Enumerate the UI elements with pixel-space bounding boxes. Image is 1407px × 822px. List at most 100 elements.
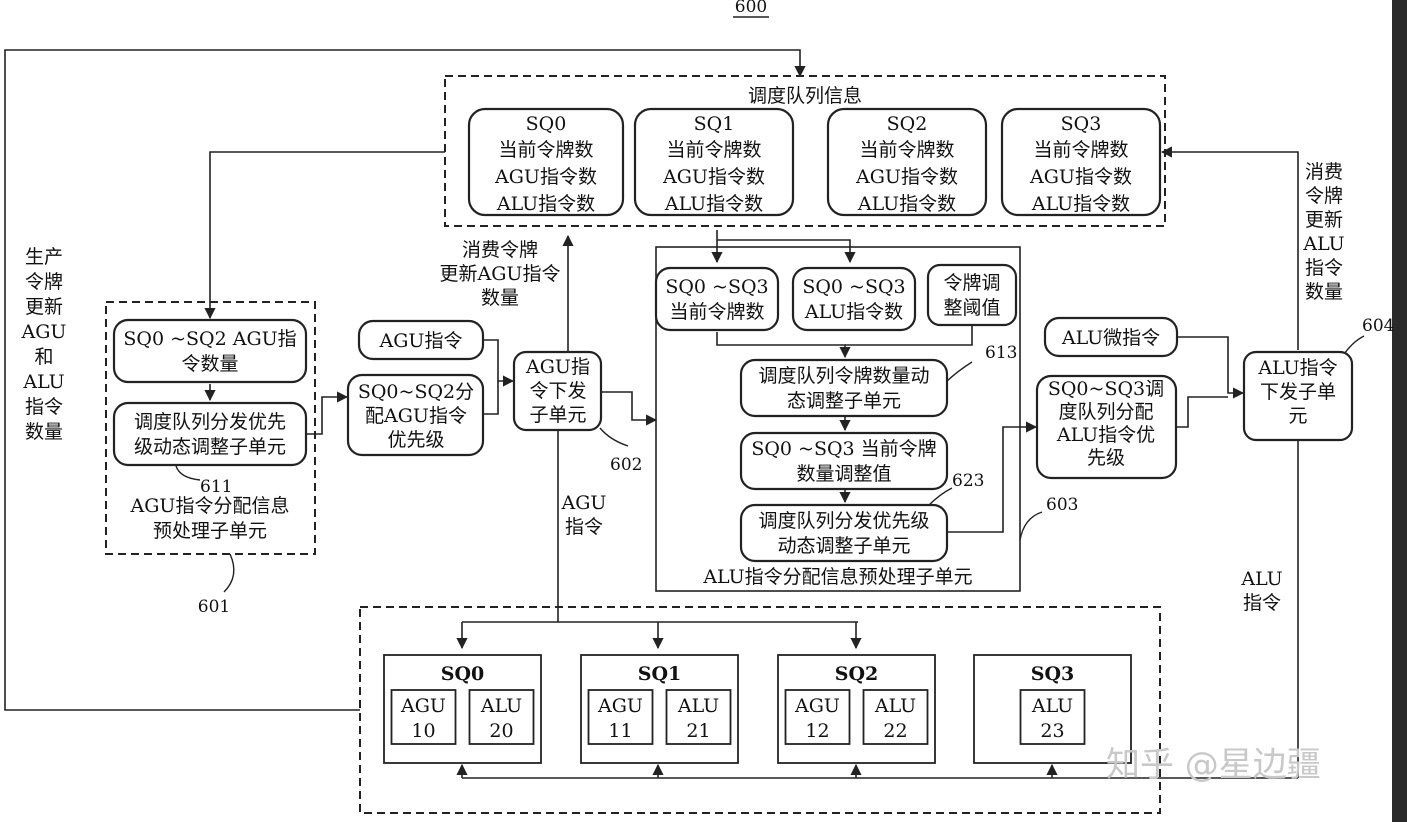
queue-slot-number: 22	[883, 720, 907, 742]
agu-down-line: 指令	[565, 516, 603, 538]
ref-601: 601	[198, 597, 230, 617]
agu-priority-line: 优先级	[387, 429, 444, 451]
left-label-line: 生产	[25, 246, 63, 268]
arrow-601-to-agu-priority	[305, 391, 349, 435]
alu-down-line: 指令	[1243, 592, 1281, 614]
queue-card-line: AGU指令数	[494, 166, 597, 188]
leader-623	[927, 487, 953, 507]
leader-613	[943, 361, 973, 385]
queue-card-name: SQ3	[1061, 113, 1102, 135]
u601-a-line: SQ0 ~SQ2 AGU指	[123, 328, 296, 350]
queue-card-line: ALU指令数	[1031, 193, 1130, 215]
u603-alu-line: ALU指令数	[804, 301, 903, 323]
queue-card-name: SQ1	[694, 113, 735, 135]
right-label-line: 更新	[1305, 209, 1343, 231]
unit-603-panel	[655, 246, 1021, 592]
token-dynamic-box	[739, 358, 949, 418]
u603-alu-line: SQ0 ~SQ3	[802, 276, 905, 298]
queue-card-name: SQ0	[526, 113, 567, 135]
agu-priority-line: SQ0~SQ2分	[358, 381, 474, 403]
ref-603: 603	[1046, 495, 1078, 515]
u601-b-line: 级动态调整子单元	[134, 436, 286, 458]
right-label-line: ALU	[1302, 233, 1344, 255]
queue-card-sq3	[1000, 107, 1162, 217]
queue-card-line: 当前令牌数	[859, 139, 954, 161]
u603-priority-line: 调度队列分发优先级	[758, 510, 929, 532]
figure-number: 600	[735, 0, 767, 17]
queue-card-line: 当前令牌数	[666, 139, 761, 161]
token-count-box	[654, 266, 780, 332]
queue-card-line: ALU指令数	[496, 193, 595, 215]
right-label-line: 数量	[1305, 281, 1343, 303]
arrow-alu-consume-token	[1160, 146, 1299, 350]
alu-priority-line: ALU指令优	[1056, 424, 1155, 446]
arrow-merge-to-dynamic	[716, 332, 851, 359]
alu-count-box	[791, 266, 917, 332]
left-label-line: AGU	[21, 321, 67, 343]
queue-slot-type: AGU	[400, 695, 446, 717]
right-label-line: 消费	[1305, 161, 1343, 183]
queue-slot-type: ALU	[1031, 695, 1073, 717]
ref-602: 602	[610, 455, 642, 475]
agu-down-line: AGU	[561, 492, 607, 514]
unit-603-title: ALU指令分配信息预处理子单元	[702, 566, 972, 588]
queue-slot-number: 23	[1040, 720, 1064, 742]
queue-slot	[665, 689, 732, 745]
left-label-line: 令牌	[25, 271, 63, 293]
alu-down-line: ALU	[1240, 568, 1282, 590]
line-threshold-merge	[845, 325, 973, 346]
queue-card-line: AGU指令数	[662, 166, 765, 188]
queue-card-line: ALU指令数	[664, 193, 763, 215]
queue-slot-type: ALU	[677, 695, 719, 717]
agu-instruction-box	[357, 319, 485, 361]
leader-602	[599, 427, 629, 447]
u603-priority-line: 动态调整子单元	[777, 535, 910, 557]
alu-priority-line: SQ0~SQ3调	[1048, 378, 1164, 400]
left-label-line: 更新	[25, 296, 63, 318]
alu-micro-box	[1043, 316, 1179, 358]
arrow-queue-info-to-601	[204, 151, 445, 320]
alu-priority-line: 先级	[1087, 447, 1125, 469]
left-label-line: ALU	[22, 371, 64, 393]
queue-card-name: SQ2	[887, 113, 928, 135]
arrow-agu-priority-to-dispatch	[484, 381, 499, 415]
u603-threshold-line: 令牌调	[943, 272, 1000, 294]
queue-info-title: 调度队列信息	[748, 85, 862, 107]
queue-slot-type: AGU	[597, 695, 643, 717]
queue-card-line: 当前令牌数	[498, 139, 593, 161]
agu-instruction-text: AGU指令	[379, 330, 463, 352]
alu-dispatch-line: 下发子单	[1260, 381, 1336, 403]
queue-name: SQ0	[441, 663, 485, 685]
agu-priority-line: 配AGU指令	[365, 405, 467, 427]
queue-slot	[390, 689, 457, 745]
queue-slot	[587, 689, 654, 745]
agu-dispatch-line: 令下发	[529, 380, 586, 402]
arrow-alu-micro-to-dispatch	[1177, 336, 1245, 399]
token-adjust-box	[739, 431, 949, 491]
queue-name: SQ3	[1031, 663, 1075, 685]
queue-slot-number: 20	[489, 720, 513, 742]
alu-priority-line: 度队列分配	[1058, 401, 1153, 423]
alu-micro-text: ALU微指令	[1061, 327, 1160, 349]
queue-card-line: AGU指令数	[1029, 166, 1132, 188]
arrow-alu-priority-to-dispatch	[1176, 396, 1228, 428]
alu-down-label: ALU指令	[1240, 568, 1282, 614]
queue-slot-number: 21	[686, 720, 710, 742]
arrow-agu-instr-to-dispatch	[484, 339, 515, 387]
queues-panel	[359, 606, 1161, 814]
u603-dynamic-line: 调度队列令牌数量动	[758, 365, 929, 387]
queue-slot-number: 10	[411, 720, 435, 742]
leader-611	[175, 465, 201, 481]
agu-dispatch-line: 子单元	[529, 404, 586, 426]
left-label-line: 数量	[25, 421, 63, 443]
